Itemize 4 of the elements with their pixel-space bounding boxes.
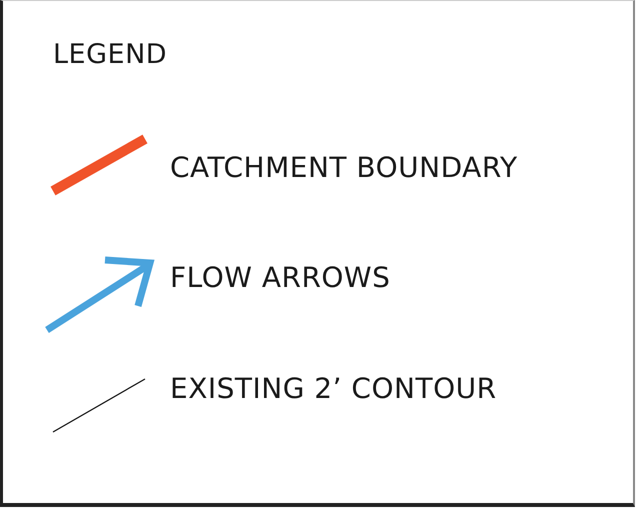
legend-label: FLOW ARROWS xyxy=(170,261,390,294)
legend-label: CATCHMENT BOUNDARY xyxy=(170,151,518,184)
legend-title: LEGEND xyxy=(53,39,168,70)
legend-label: EXISTING 2’ CONTOUR xyxy=(170,372,497,405)
